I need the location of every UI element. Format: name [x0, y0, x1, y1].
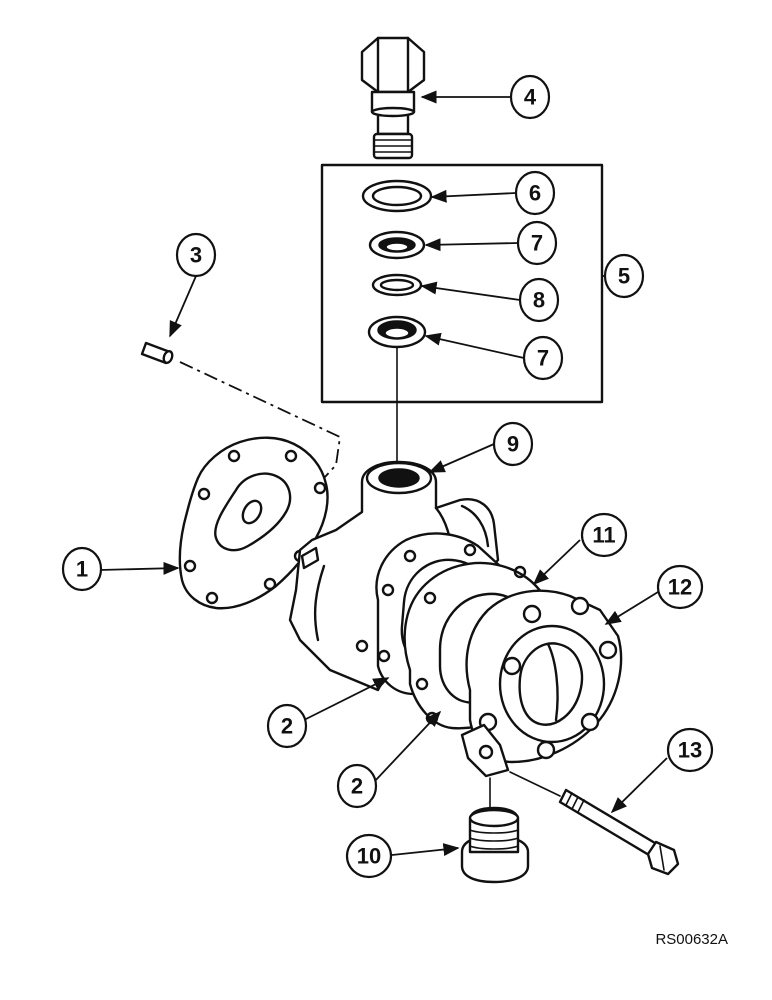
seal-ring-7-lower: [367, 315, 427, 349]
callout-leaders: [99, 90, 668, 856]
callout-7-upper-label: 7: [531, 231, 543, 256]
callout-2-lower: 2: [336, 763, 378, 809]
seal-ring-7-upper: [368, 230, 426, 260]
callout-8-label: 8: [533, 288, 545, 313]
callout-9-label: 9: [507, 432, 519, 457]
assembly-line-bolt: [509, 771, 561, 797]
callout-7-lower-label: 7: [537, 346, 549, 371]
callout-4-label: 4: [524, 85, 537, 110]
callout-1-label: 1: [76, 557, 88, 582]
callout-12: 12: [656, 564, 704, 610]
assembly-line-pin: [179, 361, 341, 479]
callout-9: 9: [492, 421, 534, 467]
drain-plug: [460, 806, 530, 884]
through-bolt: [558, 788, 680, 876]
dowel-pin: [140, 341, 174, 365]
callout-6: 6: [514, 170, 556, 216]
callout-12-label: 12: [668, 575, 692, 600]
relief-valve-cartridge: [360, 36, 426, 160]
callout-2-upper: 2: [266, 703, 308, 749]
callout-3: 3: [175, 232, 217, 278]
callout-13-label: 13: [678, 738, 702, 763]
callout-3-label: 3: [190, 243, 202, 268]
end-cover: [460, 589, 623, 778]
figure-reference-code: RS00632A: [655, 931, 728, 948]
callout-10: 10: [345, 833, 393, 879]
callout-5-label: 5: [618, 264, 630, 289]
callout-7-upper: 7: [516, 220, 558, 266]
callout-6-label: 6: [529, 181, 541, 206]
callout-13: 13: [666, 727, 714, 773]
callout-7-lower: 7: [522, 335, 564, 381]
callout-4: 4: [509, 74, 551, 120]
callout-2-upper-label: 2: [281, 714, 293, 739]
callout-8: 8: [518, 277, 560, 323]
callout-1: 1: [61, 546, 103, 592]
backup-ring-6: [361, 179, 433, 213]
callout-11: 11: [580, 512, 628, 558]
o-ring-8: [371, 273, 423, 297]
callout-2-lower-label: 2: [351, 774, 363, 799]
callout-11-label: 11: [592, 523, 615, 548]
seal-kit-box: [320, 163, 604, 404]
callout-5: 5: [603, 253, 645, 299]
callout-10-label: 10: [357, 844, 381, 869]
